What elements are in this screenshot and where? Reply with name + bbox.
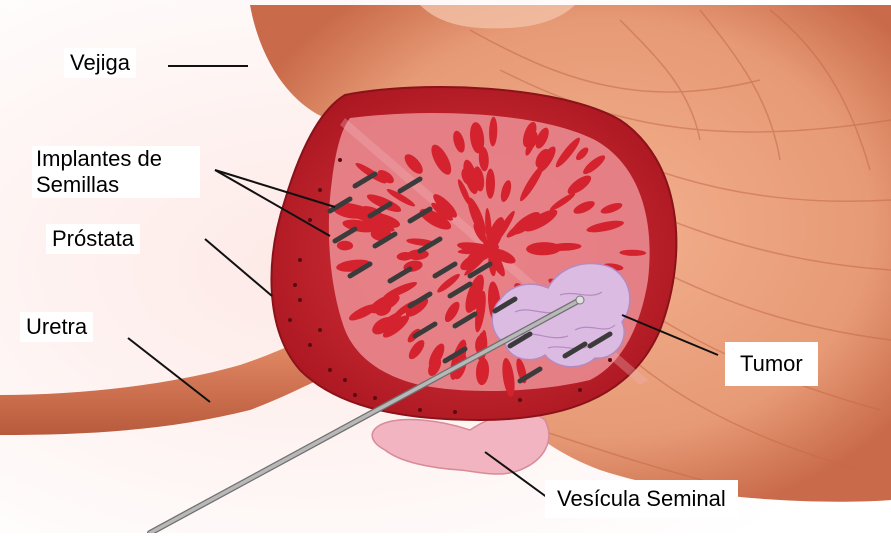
tissue-dot	[288, 318, 292, 322]
label-implantes-line1: Implantes de	[36, 146, 196, 172]
tissue-dot	[318, 188, 322, 192]
tissue-dot	[373, 396, 377, 400]
label-uretra: Uretra	[20, 312, 93, 342]
tissue-dot	[518, 398, 522, 402]
label-implantes-line2: Semillas	[36, 172, 196, 198]
tissue-dot	[298, 258, 302, 262]
tissue-dot	[298, 298, 302, 302]
tissue-dot	[328, 368, 332, 372]
prostate	[271, 87, 676, 420]
tissue-dot	[308, 218, 312, 222]
tissue-dot	[318, 328, 322, 332]
tissue-dot	[343, 378, 347, 382]
tissue-dot	[453, 410, 457, 414]
label-implantes-semillas: Implantes de Semillas	[32, 146, 200, 198]
tissue-dot	[338, 158, 342, 162]
label-vesicula-seminal: Vesícula Seminal	[545, 480, 738, 518]
tissue-dot	[418, 408, 422, 412]
label-tumor: Tumor	[725, 342, 818, 386]
label-vejiga: Vejiga	[64, 48, 136, 78]
tissue-dot	[293, 283, 297, 287]
tissue-dot	[608, 358, 612, 362]
tissue-dot	[353, 393, 357, 397]
tissue-dot	[578, 388, 582, 392]
label-prostata: Próstata	[46, 224, 140, 254]
tissue-dot	[308, 343, 312, 347]
